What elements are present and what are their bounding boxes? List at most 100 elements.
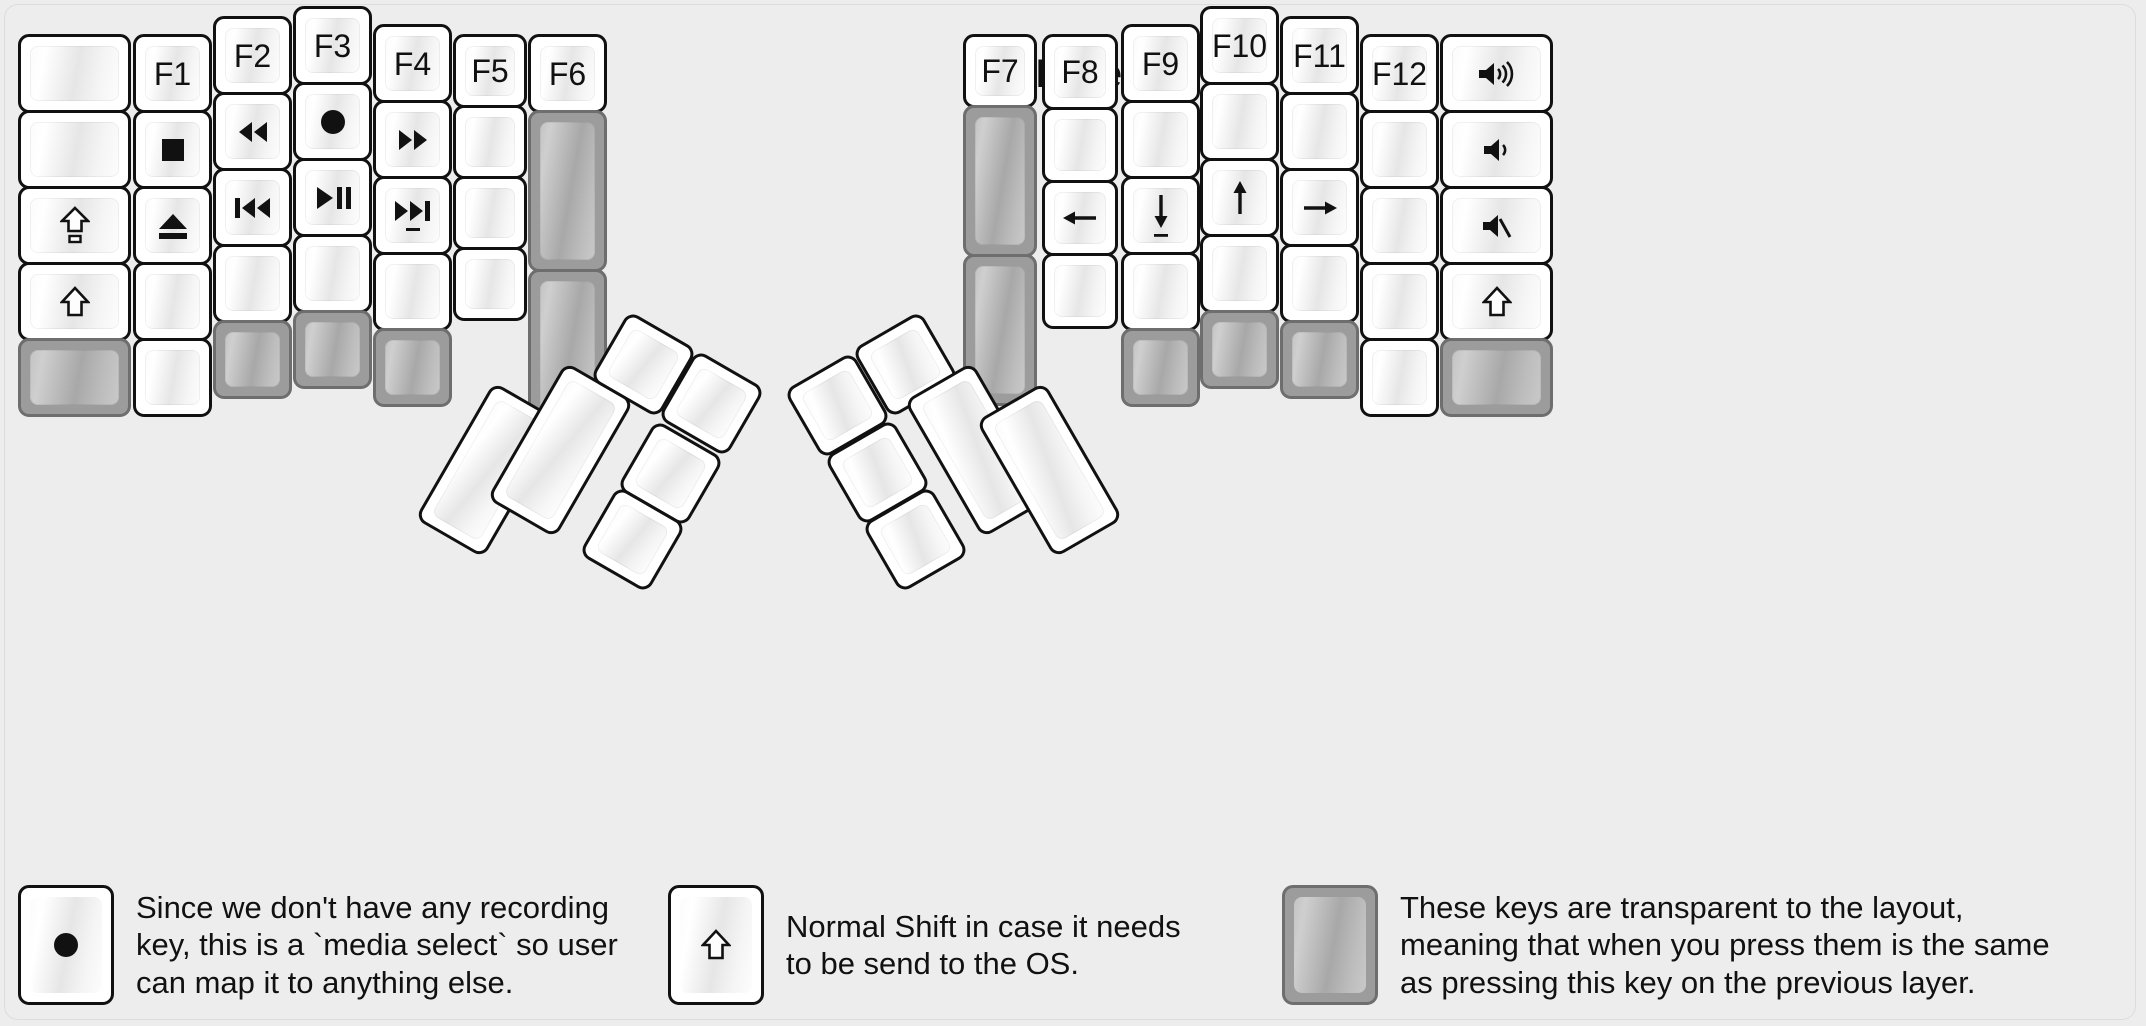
col-f12-key-5[interactable] [1360,338,1439,417]
keycap-surface [305,94,360,149]
col-f6-key-1[interactable]: F6 [528,34,607,113]
col-f3-key-3[interactable] [293,158,372,237]
col-f9-key-1[interactable]: F9 [1121,24,1200,103]
keycap-surface [975,117,1025,245]
legend-description-2: Normal Shift in case it needs to be send… [786,908,1181,981]
legend-sample-key-3 [1282,885,1378,1005]
keycap-surface [1372,274,1427,329]
col-f8-key-3[interactable] [1042,180,1118,256]
col-f4-key-2[interactable] [373,100,452,179]
col-outer-right-key-2[interactable] [1440,110,1553,189]
col-f2-key-4[interactable] [213,244,292,323]
col-f12-key-1[interactable]: F12 [1360,34,1439,113]
col-f5-key-3[interactable] [453,176,527,250]
media-record-icon [317,106,349,138]
keycap-surface [1292,180,1347,235]
legend-sample-key-2 [668,885,764,1005]
keycap-surface [465,259,515,309]
col-outer-right-key-3[interactable] [1440,186,1553,265]
col-outer-right-key-1[interactable] [1440,34,1553,113]
col-f9-key-5[interactable] [1121,328,1200,407]
keycap-surface [1372,198,1427,253]
col-f4-key-1[interactable]: F4 [373,24,452,103]
keycap-surface [975,266,1025,394]
media-rewind-icon [233,118,273,146]
key-label: F3 [313,27,352,64]
key-label: F6 [548,55,587,92]
col-f10-key-5[interactable] [1200,310,1279,389]
keycap-surface [1294,897,1366,993]
col-f8-key-1[interactable]: F8 [1042,34,1118,110]
col-f1-key-5[interactable] [133,338,212,417]
keycap-surface [1452,198,1541,253]
keycap-surface [1212,94,1267,149]
col-f4-key-5[interactable] [373,328,452,407]
keycap-surface [1054,192,1106,244]
col-f3-key-5[interactable] [293,310,372,389]
col-f5-key-4[interactable] [453,247,527,321]
col-f11-key-1[interactable]: F11 [1280,16,1359,95]
keycap-surface [1133,340,1188,395]
key-label: F11 [1293,37,1346,74]
col-f12-key-2[interactable] [1360,110,1439,189]
keycap-surface [1372,350,1427,405]
col-f1-key-4[interactable] [133,262,212,341]
keycap-surface [1133,188,1188,243]
arrow-left-icon [1060,204,1100,232]
keycap-surface [225,256,280,311]
col-f8-key-2[interactable] [1042,107,1118,183]
col-f11-key-3[interactable] [1280,168,1359,247]
col-f3-key-1[interactable]: F3 [293,6,372,85]
media-play-pause-icon [312,184,354,212]
keycap-surface [30,198,119,253]
col-f2-key-5[interactable] [213,320,292,399]
col-f4-key-4[interactable] [373,252,452,331]
col-f6-key-2[interactable] [528,110,607,272]
col-f8-key-4[interactable] [1042,253,1118,329]
keycap-surface: F11 [1292,28,1347,83]
col-f3-key-4[interactable] [293,234,372,313]
col-f7-key-1[interactable]: F7 [963,34,1037,108]
col-f11-key-2[interactable] [1280,92,1359,171]
col-f11-key-4[interactable] [1280,244,1359,323]
col-f10-key-1[interactable]: F10 [1200,6,1279,85]
col-f12-key-3[interactable] [1360,186,1439,265]
col-outer-left-key-3[interactable] [18,186,131,265]
col-f12-key-4[interactable] [1360,262,1439,341]
col-f4-key-3[interactable] [373,176,452,255]
legend-sample-key-1 [18,885,114,1005]
col-outer-left-key-4[interactable] [18,262,131,341]
col-f3-key-2[interactable] [293,82,372,161]
col-f7-key-2[interactable] [963,105,1037,257]
keycap-surface: F5 [465,46,515,96]
col-f7-key-3[interactable] [963,254,1037,406]
col-f9-key-4[interactable] [1121,252,1200,331]
key-label: F2 [233,37,272,74]
col-outer-right-key-5[interactable] [1440,338,1553,417]
col-f10-key-2[interactable] [1200,82,1279,161]
arrow-down-icon [1147,193,1175,239]
col-f2-key-3[interactable] [213,168,292,247]
col-f10-key-3[interactable] [1200,158,1279,237]
col-f2-key-1[interactable]: F2 [213,16,292,95]
col-f9-key-2[interactable] [1121,100,1200,179]
col-f5-key-1[interactable]: F5 [453,34,527,108]
col-f11-key-5[interactable] [1280,320,1359,399]
col-outer-right-key-4[interactable] [1440,262,1553,341]
col-f1-key-2[interactable] [133,110,212,189]
col-f2-key-2[interactable] [213,92,292,171]
col-outer-left-key-5[interactable] [18,338,131,417]
col-f1-key-1[interactable]: F1 [133,34,212,113]
col-f1-key-3[interactable] [133,186,212,265]
col-f5-key-2[interactable] [453,105,527,179]
col-outer-left-key-2[interactable] [18,110,131,189]
keycap-surface [1292,104,1347,159]
col-f10-key-4[interactable] [1200,234,1279,313]
key-label: F12 [1371,55,1428,92]
keycap-surface [305,322,360,377]
col-f9-key-3[interactable] [1121,176,1200,255]
col-outer-left-key-1[interactable] [18,34,131,113]
keycap-surface [594,501,671,578]
keycap-surface [30,122,119,177]
